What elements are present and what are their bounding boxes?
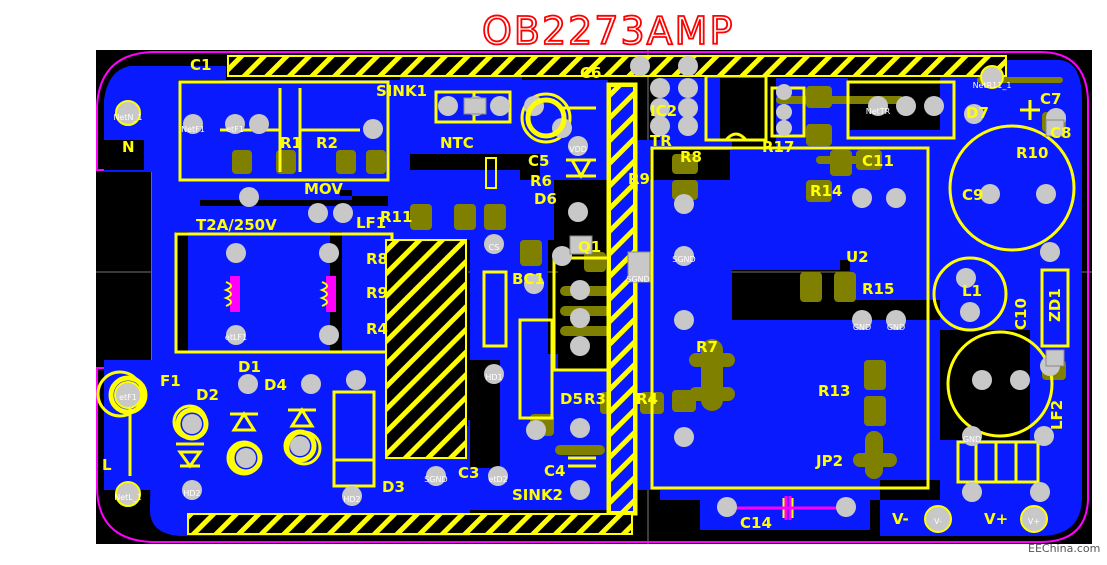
label-r8: R8 (680, 148, 702, 166)
label-bc1: BC1 (512, 270, 545, 288)
designators: C1 SINK1 N R1 R2 MOV T2A/250V LF1 NTC C5… (102, 56, 1071, 532)
label-l1: L1 (962, 282, 982, 300)
label-c7: C7 (1040, 90, 1061, 108)
label-r3: R3 (584, 390, 606, 408)
pad-label-vdd: VDD (569, 145, 587, 154)
label-mov: MOV (304, 180, 343, 198)
label-vminus: V- (892, 510, 909, 528)
heatsink-sink1 (385, 239, 467, 459)
label-lf1: LF1 (356, 214, 386, 232)
label-lf2: LF2 (1048, 400, 1066, 430)
label-sink1: SINK1 (376, 82, 427, 100)
heatsink-bottom (187, 513, 633, 535)
heatsink-sink2 (609, 85, 635, 513)
board-title: OB2273AMP (482, 9, 734, 53)
heatsink-top (227, 55, 1007, 77)
label-r2: R2 (316, 134, 338, 152)
label-r15: R15 (862, 280, 894, 298)
label-n: N (122, 138, 135, 156)
label-r9b: R9 (366, 284, 388, 302)
label-r7: R7 (696, 338, 718, 356)
label-f1: F1 (160, 372, 181, 390)
label-c4: C4 (544, 462, 565, 480)
label-t2a: T2A/250V (196, 216, 277, 234)
pad-label-f1: etF1 (119, 393, 137, 402)
pad-label-netl: NetL_1 (114, 493, 142, 502)
pad-label-gnd-b: GND (887, 323, 905, 332)
label-d5: D5 (560, 390, 583, 408)
pads (108, 56, 1066, 533)
pad-label-vminus: V- (934, 517, 942, 526)
pad-label-sgnd-b: SGND (626, 275, 649, 284)
label-vplus: V+ (984, 510, 1008, 528)
label-r14: R14 (810, 182, 842, 200)
label-c11: C11 (862, 152, 894, 170)
label-c9: C9 (962, 186, 983, 204)
olive-traces (555, 77, 1063, 479)
label-l: L (102, 456, 112, 474)
board-outline (96, 51, 1089, 543)
label-sink2: SINK2 (512, 486, 563, 504)
pad-label-gnd-c: GND (963, 435, 981, 444)
label-c6: C6 (580, 64, 601, 82)
pad-label-etd2: etD2 (488, 475, 507, 484)
label-r4b: R4 (366, 320, 388, 338)
label-d4: D4 (264, 376, 287, 394)
top-copper-olive (232, 86, 1066, 436)
label-ntc: NTC (440, 134, 474, 152)
label-c5: C5 (528, 152, 549, 170)
pad-net-labels: NetN_1 NetF1 etF1 etLF1 HD2 HD2 SGND etD… (113, 81, 1040, 526)
label-d6: D6 (534, 190, 557, 208)
label-tr: TR (650, 132, 672, 150)
inductor-coils (223, 276, 336, 312)
label-d2: D2 (196, 386, 219, 404)
label-u2: U2 (846, 248, 869, 266)
pad-label-netn: NetN_1 (113, 113, 142, 122)
label-c1: C1 (190, 56, 211, 74)
label-d7: D7 (966, 104, 989, 122)
label-r6: R6 (530, 172, 552, 190)
pad-n[interactable] (115, 100, 141, 126)
pad-label-etf1: etF1 (226, 125, 244, 134)
label-c14: C14 (740, 514, 772, 532)
trace-magenta (730, 496, 842, 520)
pad-label-vplus: V+ (1028, 517, 1040, 526)
label-r1: R1 (280, 134, 302, 152)
label-r11: R11 (380, 208, 412, 226)
watermark: EEChina.com (1028, 542, 1100, 555)
pad-label-nettr: NetTR (866, 107, 891, 116)
label-d3: D3 (382, 478, 405, 496)
label-jp2: JP2 (815, 452, 843, 470)
label-c8: C8 (1050, 124, 1071, 142)
label-d1: D1 (238, 358, 261, 376)
pad-label-sgnd-a: SGND (424, 475, 447, 484)
label-r8b: R8 (366, 250, 388, 268)
label-r17: R17 (762, 138, 794, 156)
label-c10: C10 (1012, 298, 1030, 330)
pad-label-gnd-a: GND (853, 323, 871, 332)
label-ic2: IC2 (650, 102, 677, 120)
label-r10: R10 (1016, 144, 1048, 162)
pad-label-netr11: NetR11_1 (973, 81, 1012, 90)
pad-label-netf1: NetF1 (181, 125, 205, 134)
label-q1: Q1 (578, 238, 601, 256)
pad-label-hd2-a: HD2 (183, 489, 200, 498)
pad-label-hd1: HD1 (485, 373, 502, 382)
label-zd1: ZD1 (1046, 288, 1064, 322)
pad-label-cs: CS (489, 243, 500, 252)
copper-pour (104, 60, 1082, 536)
pad-label-etlf1: etLF1 (225, 333, 247, 342)
label-r13: R13 (818, 382, 850, 400)
label-c3: C3 (458, 464, 479, 482)
label-r4: R4 (636, 390, 658, 408)
pad-label-hd2-b: HD2 (343, 495, 360, 504)
pad-label-sgnd-c: SGND (672, 255, 695, 264)
label-r9: R9 (628, 170, 650, 188)
